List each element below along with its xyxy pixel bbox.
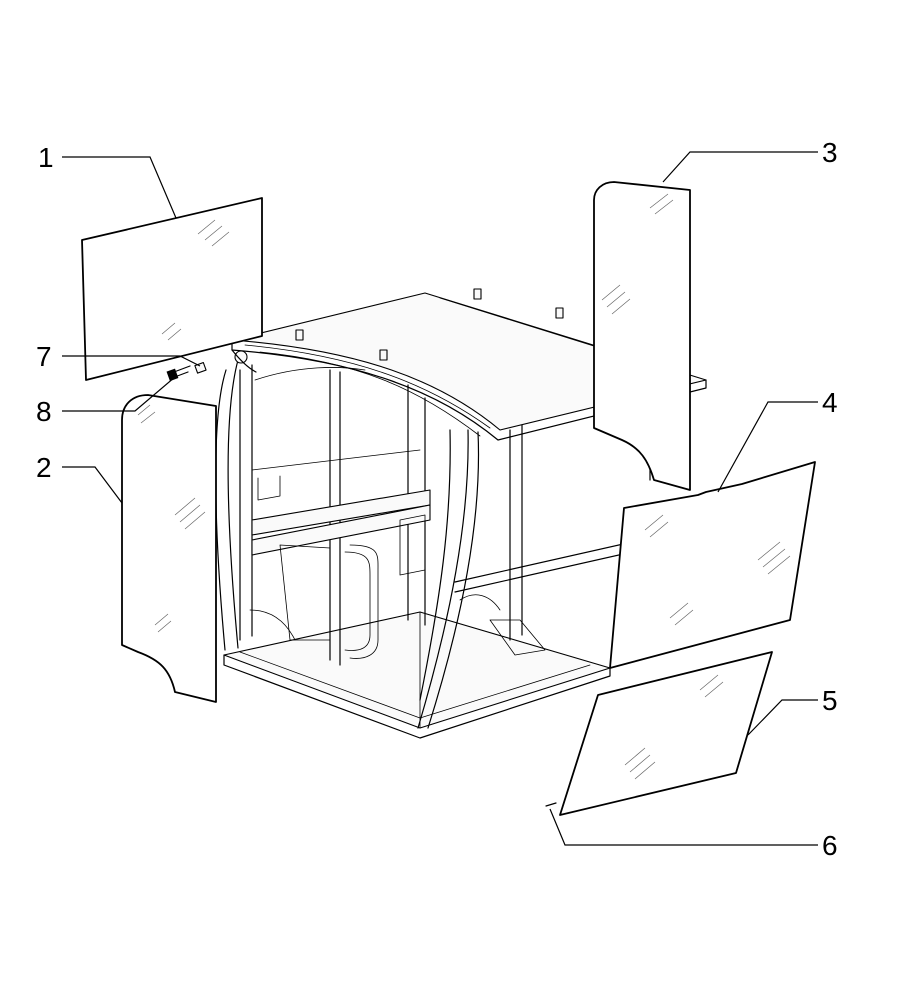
glass-panel-4: [609, 461, 816, 669]
leader-2: [62, 466, 123, 504]
leader-6: [549, 808, 818, 846]
callout-6: 6: [822, 830, 838, 861]
leader-7: [62, 355, 201, 367]
glass-panel-5: [559, 651, 773, 816]
leader-1: [62, 156, 177, 219]
callout-2: 2: [36, 452, 52, 483]
callout-8: 8: [36, 396, 52, 427]
glass-panel-2: [121, 394, 217, 703]
callout-labels: 1 2 3 4 5 6 7 8: [36, 137, 838, 861]
glass-panel-3: [593, 181, 691, 491]
leader-5: [747, 699, 818, 736]
cab-roof: [231, 288, 707, 441]
glass-panel-1: [81, 197, 263, 381]
callout-3: 3: [822, 137, 838, 168]
leader-3: [662, 151, 818, 183]
callout-5: 5: [822, 685, 838, 716]
leader-lines: [62, 151, 818, 846]
part-7-8-fastener: [166, 361, 207, 382]
part-6-strip: [545, 802, 557, 807]
leader-4: [717, 401, 818, 493]
callout-4: 4: [822, 387, 838, 418]
callout-1: 1: [38, 142, 54, 173]
callout-7: 7: [36, 341, 52, 372]
leader-8: [62, 376, 176, 412]
